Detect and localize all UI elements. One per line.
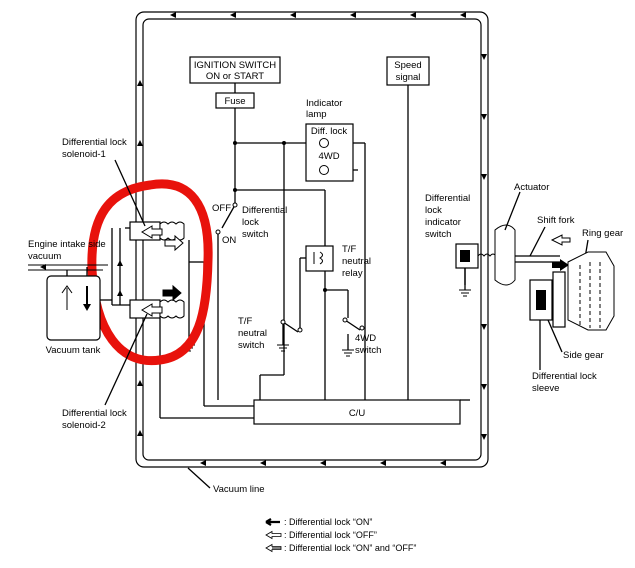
- indicator-label-2: lamp: [306, 109, 327, 120]
- solenoid-1: [125, 221, 185, 252]
- vacuum-tank-label: Vacuum tank: [46, 345, 101, 356]
- on-label: ON: [222, 235, 236, 246]
- legend-on: : Differential lock “ON”: [284, 517, 372, 527]
- tf-relay-label-1: T/F: [342, 244, 356, 255]
- ignition-label-1: IGNITION SWITCH: [194, 60, 276, 71]
- hollow-arrow-icon: [265, 530, 282, 540]
- tf-neutral-relay-box: [305, 245, 334, 272]
- off-label: OFF: [212, 203, 231, 214]
- solenoid-2: [129, 284, 185, 319]
- hollow-arrow-icon: [141, 303, 163, 317]
- sleeve-label-1: Differential lock: [532, 371, 597, 382]
- sleeve-label-2: sleeve: [532, 383, 559, 394]
- tf-relay-label-2: neutral: [342, 256, 371, 267]
- control-unit-box: [253, 399, 461, 425]
- speed-signal-box: [386, 56, 430, 86]
- dls-label-2: lock: [242, 217, 259, 228]
- legend: : Differential lock “ON” : Differential …: [265, 517, 416, 553]
- dlis-label-3: indicator: [425, 217, 461, 228]
- fourwd-lamp-icon: [319, 165, 329, 175]
- legend-off: : Differential lock “OFF”: [284, 530, 377, 540]
- dls-label-1: Differential: [242, 205, 287, 216]
- actuator-label: Actuator: [514, 182, 549, 193]
- solid-arrow-icon: [552, 259, 569, 271]
- diff-lock-lamp-icon: [319, 138, 329, 148]
- indicator-lamp-box: [305, 123, 354, 182]
- engine-label-1: Engine intake side: [28, 239, 106, 250]
- vacuum-tank: [46, 275, 101, 341]
- fourwd-lamp-label: 4WD: [318, 151, 339, 162]
- sol2-label-1: Differential lock: [62, 408, 127, 419]
- hollow-arrow-icon: [164, 234, 184, 252]
- ignition-switch-box: [189, 56, 281, 84]
- fuse-label: Fuse: [224, 96, 245, 107]
- sol1-label-1: Differential lock: [62, 137, 127, 148]
- dlis-label-4: switch: [425, 229, 451, 240]
- fourwd-switch-label-1: 4WD: [355, 333, 376, 344]
- tf-switch-label-1: T/F: [238, 316, 252, 327]
- red-highlight-circle: [87, 179, 213, 366]
- solid-arrow-icon: [162, 284, 182, 302]
- shift-fork-label: Shift fork: [537, 215, 575, 226]
- ignition-label-2: ON or START: [206, 71, 264, 82]
- hollow-arrow-icon: [550, 234, 571, 246]
- sol1-label-2: solenoid-1: [62, 149, 106, 160]
- cu-label: C/U: [349, 408, 366, 419]
- vacuum-line-loop: [135, 11, 489, 468]
- indicator-label-1: Indicator: [306, 98, 342, 109]
- hollow-arrow-icon: [141, 225, 163, 239]
- fourwd-switch-label-2: switch: [355, 345, 381, 356]
- side-gear-label: Side gear: [563, 350, 604, 361]
- actuator-body: [494, 224, 516, 286]
- ring-gear: [567, 251, 615, 331]
- vacuum-line-label: Vacuum line: [213, 484, 265, 495]
- diff-lock-lamp-label: Diff. lock: [311, 126, 348, 137]
- legend-on-off: : Differential lock “ON” and “OFF”: [284, 543, 416, 553]
- engine-label-2: vacuum: [28, 251, 61, 262]
- dls-label-3: switch: [242, 229, 268, 240]
- differential-lock-sleeve: [552, 271, 566, 328]
- sol2-label-2: solenoid-2: [62, 420, 106, 431]
- tf-switch-label-2: neutral: [238, 328, 267, 339]
- tf-relay-label-3: relay: [342, 268, 363, 279]
- speed-label-1: Speed: [394, 60, 421, 71]
- tf-switch-label-3: switch: [238, 340, 264, 351]
- dlis-label-1: Differential: [425, 193, 470, 204]
- dlis-label-2: lock: [425, 205, 442, 216]
- speed-label-2: signal: [396, 72, 421, 83]
- solid-arrow-icon: [265, 518, 280, 526]
- ring-gear-label: Ring gear: [582, 228, 623, 239]
